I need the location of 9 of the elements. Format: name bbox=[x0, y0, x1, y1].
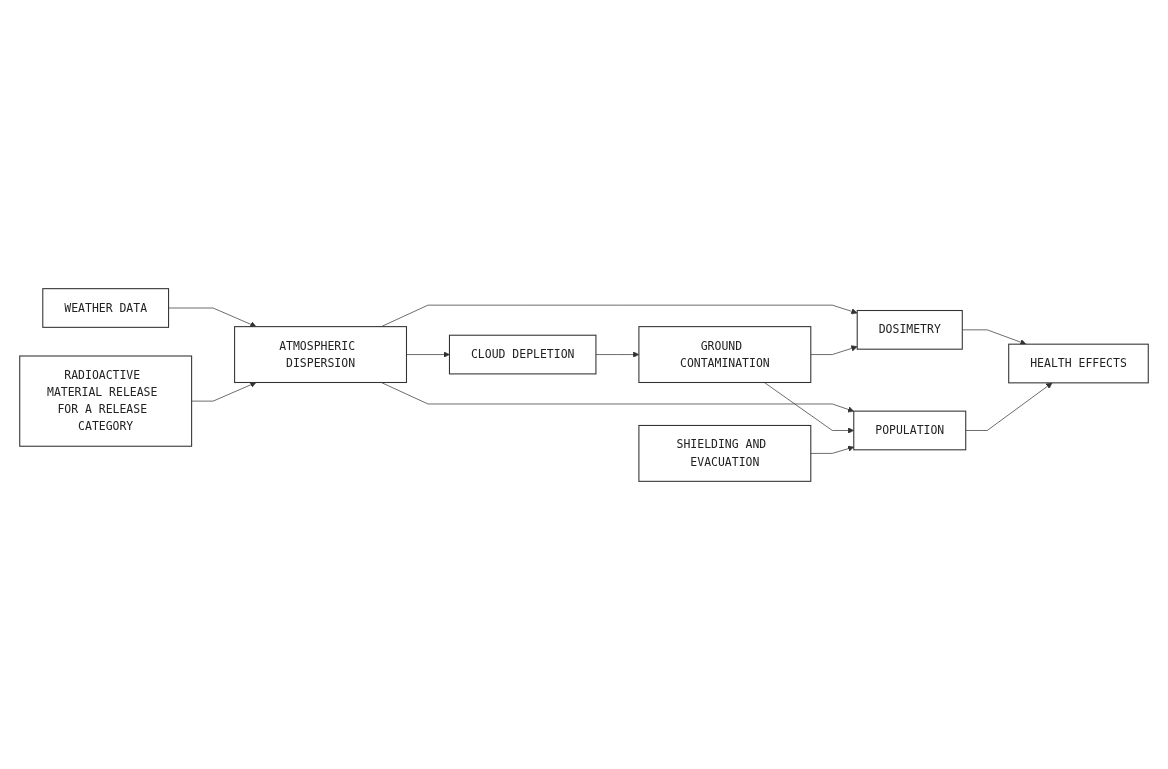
node-box: HEALTH EFFECTS bbox=[1008, 343, 1149, 383]
node-box: WEATHER DATA bbox=[42, 287, 170, 328]
node-box: CLOUD DEPLETION bbox=[448, 334, 597, 374]
node-box: ATMOSPHERIC DISPERSION bbox=[234, 325, 408, 383]
node-box: RADIOACTIVE MATERIAL RELEASE FOR A RELEASE CATEGORY bbox=[19, 354, 193, 447]
node-box: DOSIMETRY bbox=[856, 309, 963, 350]
node-box: GROUND CONTAMINATION bbox=[638, 325, 812, 383]
node-box: SHIELDING AND EVACUATION bbox=[638, 424, 812, 482]
node-box: POPULATION bbox=[853, 410, 967, 450]
